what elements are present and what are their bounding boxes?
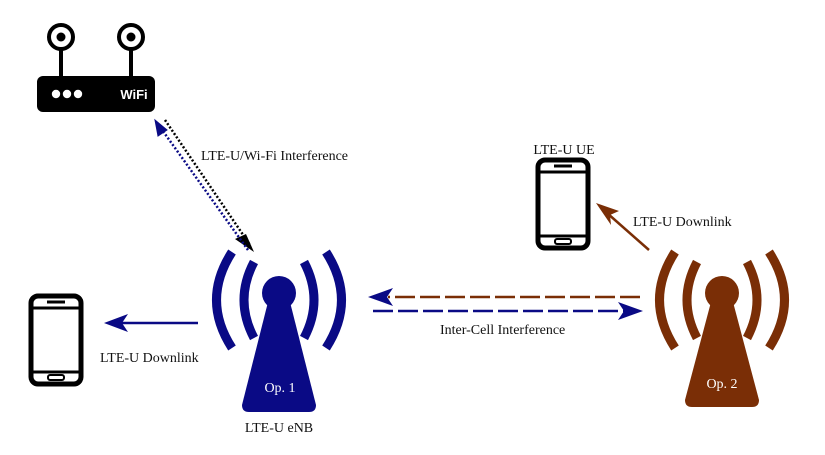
intercell-interference-label: Inter-Cell Interference <box>440 323 565 338</box>
tower-label-op1: Op. 1 <box>264 381 295 396</box>
smartphone-icon <box>28 293 84 387</box>
smartphone-icon <box>535 157 591 251</box>
antenna-left <box>47 23 75 78</box>
downlink-label-left: LTE-U Downlink <box>100 351 199 366</box>
enb-label: LTE-U eNB <box>245 421 313 436</box>
wifi-router-label: WiFi <box>120 87 147 102</box>
wifi-router-icon: WiFi <box>37 23 155 112</box>
antenna-right <box>117 23 145 78</box>
wifi-interference-label: LTE-U/Wi-Fi Interference <box>201 149 348 164</box>
ue-label: LTE-U UE <box>533 143 594 158</box>
cell-tower-icon: Op. 1 <box>212 249 346 412</box>
downlink-arrow-right <box>596 203 650 251</box>
wifi-interference-arrows <box>154 118 254 252</box>
downlink-label-right: LTE-U Downlink <box>633 215 732 230</box>
intercell-interference-arrows <box>368 288 643 320</box>
tower-label-op2: Op. 2 <box>706 377 737 392</box>
cell-tower-icon: Op. 2 <box>655 249 789 407</box>
downlink-arrow-left <box>104 314 198 332</box>
